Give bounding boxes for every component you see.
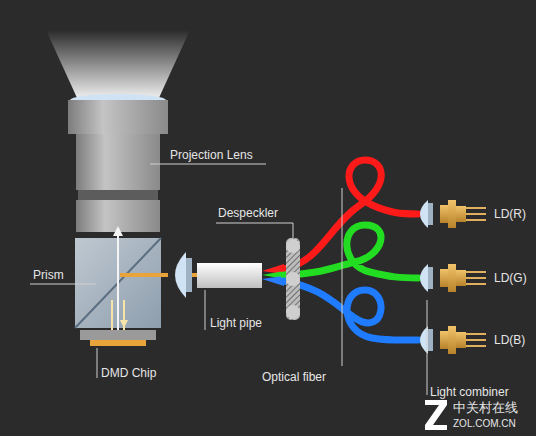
laser-label: LD(R) (494, 207, 526, 221)
laser-part (440, 269, 448, 287)
laser-part (466, 277, 486, 279)
laser-part (428, 329, 433, 351)
laser-part (420, 264, 428, 292)
component-label: Light pipe (210, 316, 262, 330)
component-label: Optical fiber (262, 370, 326, 384)
watermark: ZOL.COM.CN (453, 418, 516, 430)
component-label: Prism (33, 268, 64, 282)
laser-label: LD(G) (494, 271, 527, 285)
laser-part (466, 271, 486, 273)
watermark: 中关村在线 (453, 400, 518, 415)
laser-part (456, 270, 466, 286)
laser-part (440, 331, 448, 349)
laser-part (466, 213, 486, 215)
laser-part (440, 205, 448, 223)
laser-part (456, 206, 466, 222)
laser-part (448, 200, 456, 228)
laser-part (466, 283, 486, 285)
laser-part (456, 332, 466, 348)
component-label: Projection Lens (170, 148, 253, 162)
laser-part (466, 333, 486, 335)
component-label: DMD Chip (101, 366, 156, 380)
laser-part (428, 203, 433, 225)
laser-part (466, 345, 486, 347)
laser-part (420, 200, 428, 228)
laser-part (466, 339, 486, 341)
laser-part (428, 267, 433, 289)
laser-part (448, 264, 456, 292)
laser-part (466, 219, 486, 221)
laser-label: LD(B) (494, 333, 525, 347)
component-label: Light combiner (430, 385, 509, 399)
component-label: Despeckler (218, 206, 278, 220)
laser-part (466, 207, 486, 209)
laser-part (448, 326, 456, 354)
